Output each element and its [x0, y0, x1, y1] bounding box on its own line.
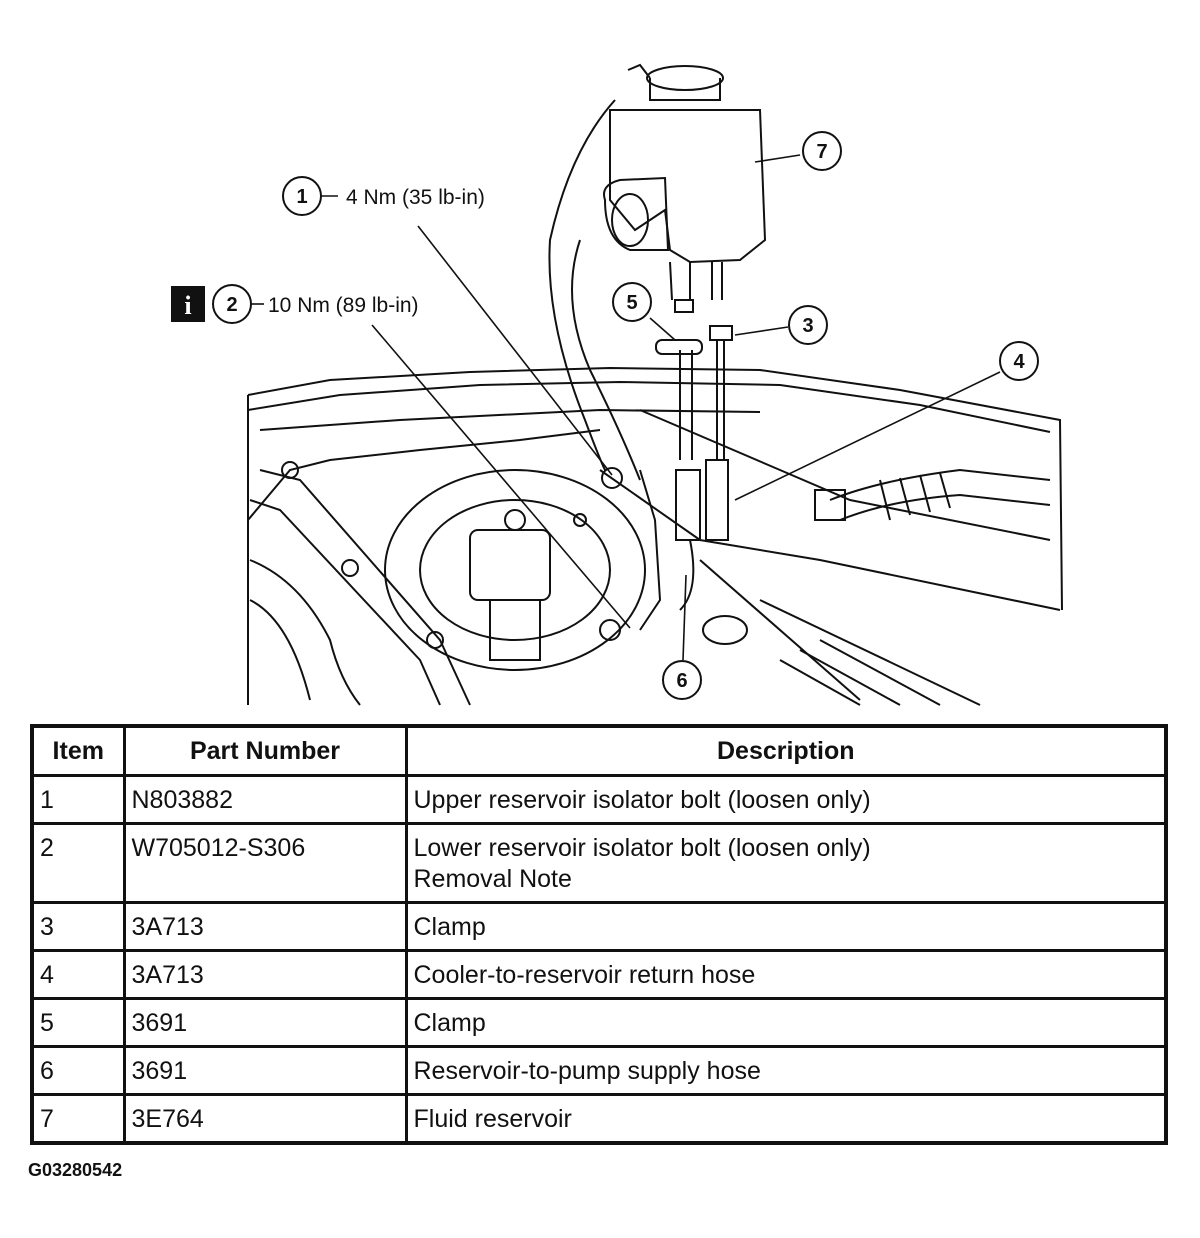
callout-2-torque: 10 Nm (89 lb-in) [268, 294, 419, 317]
description-cell: Cooler-to-reservoir return hose [404, 949, 1168, 1000]
callout-1-number: 1 [296, 186, 307, 208]
description-cell: Clamp [404, 997, 1168, 1048]
description-cell: Upper reservoir isolator bolt (loosen on… [404, 774, 1168, 825]
item-cell: 5 [30, 997, 126, 1048]
callout-7-number: 7 [816, 141, 827, 163]
engine-bay-line-art [247, 63, 1063, 706]
callout-6: 6 [662, 660, 702, 700]
callout-7: 7 [802, 131, 842, 171]
callout-5-number: 5 [626, 292, 637, 314]
engine-bay-diagram: 1 4 Nm (35 lb-in) i 2 10 Nm (89 lb-in) 3… [171, 63, 1063, 706]
info-icon-glyph: i [184, 291, 191, 320]
description-cell: Reservoir-to-pump supply hose [404, 1045, 1168, 1096]
table-row: 6 3691 Reservoir-to-pump supply hose [30, 1045, 1168, 1096]
leader-lines [371, 154, 1001, 661]
callout-6-number: 6 [676, 670, 687, 692]
part-number-cell: W705012-S306 [122, 822, 408, 904]
parts-table: Item Part Number Description 1 N803882 U… [30, 724, 1168, 1145]
callout-3: 3 [788, 305, 828, 345]
table-row: 4 3A713 Cooler-to-reservoir return hose [30, 949, 1168, 1000]
item-cell: 1 [30, 774, 126, 825]
callout-5: 5 [612, 282, 652, 322]
callout-4-number: 4 [1013, 351, 1025, 373]
callout-2: i 2 10 Nm (89 lb-in) [171, 284, 419, 324]
info-icon [171, 286, 205, 322]
figure-id: G03280542 [28, 1160, 123, 1180]
removal-note-link[interactable]: Removal Note [413, 865, 572, 893]
callout-1: 1 4 Nm (35 lb-in) [282, 176, 485, 216]
part-number-cell: 3A713 [122, 901, 408, 952]
table-row: 5 3691 Clamp [30, 997, 1168, 1048]
part-number-cell: N803882 [122, 774, 408, 825]
table-row: 7 3E764 Fluid reservoir [30, 1093, 1168, 1145]
part-number-cell: 3691 [122, 1045, 408, 1096]
header-item: Item [30, 724, 126, 777]
item-cell: 3 [30, 901, 126, 952]
description-text: Lower reservoir isolator bolt (loosen on… [413, 834, 871, 862]
header-part-number: Part Number [122, 724, 408, 777]
header-description: Description [404, 724, 1168, 777]
table-row: 1 N803882 Upper reservoir isolator bolt … [30, 774, 1168, 825]
callout-2-number: 2 [226, 294, 237, 316]
description-cell: Fluid reservoir [404, 1093, 1168, 1145]
callout-4: 4 [999, 341, 1039, 381]
callout-1-torque: 4 Nm (35 lb-in) [346, 186, 485, 209]
callout-3-number: 3 [802, 315, 813, 337]
part-number-cell: 3E764 [122, 1093, 408, 1145]
item-cell: 7 [30, 1093, 126, 1145]
table-row: 2 W705012-S306 Lower reservoir isolator … [30, 822, 1168, 904]
part-number-cell: 3691 [122, 997, 408, 1048]
part-number-cell: 3A713 [122, 949, 408, 1000]
table-header-row: Item Part Number Description [30, 724, 1168, 777]
table-row: 3 3A713 Clamp [30, 901, 1168, 952]
description-cell: Clamp [404, 901, 1168, 952]
item-cell: 2 [30, 822, 126, 904]
item-cell: 6 [30, 1045, 126, 1096]
description-cell: Lower reservoir isolator bolt (loosen on… [404, 822, 1168, 904]
item-cell: 4 [30, 949, 126, 1000]
